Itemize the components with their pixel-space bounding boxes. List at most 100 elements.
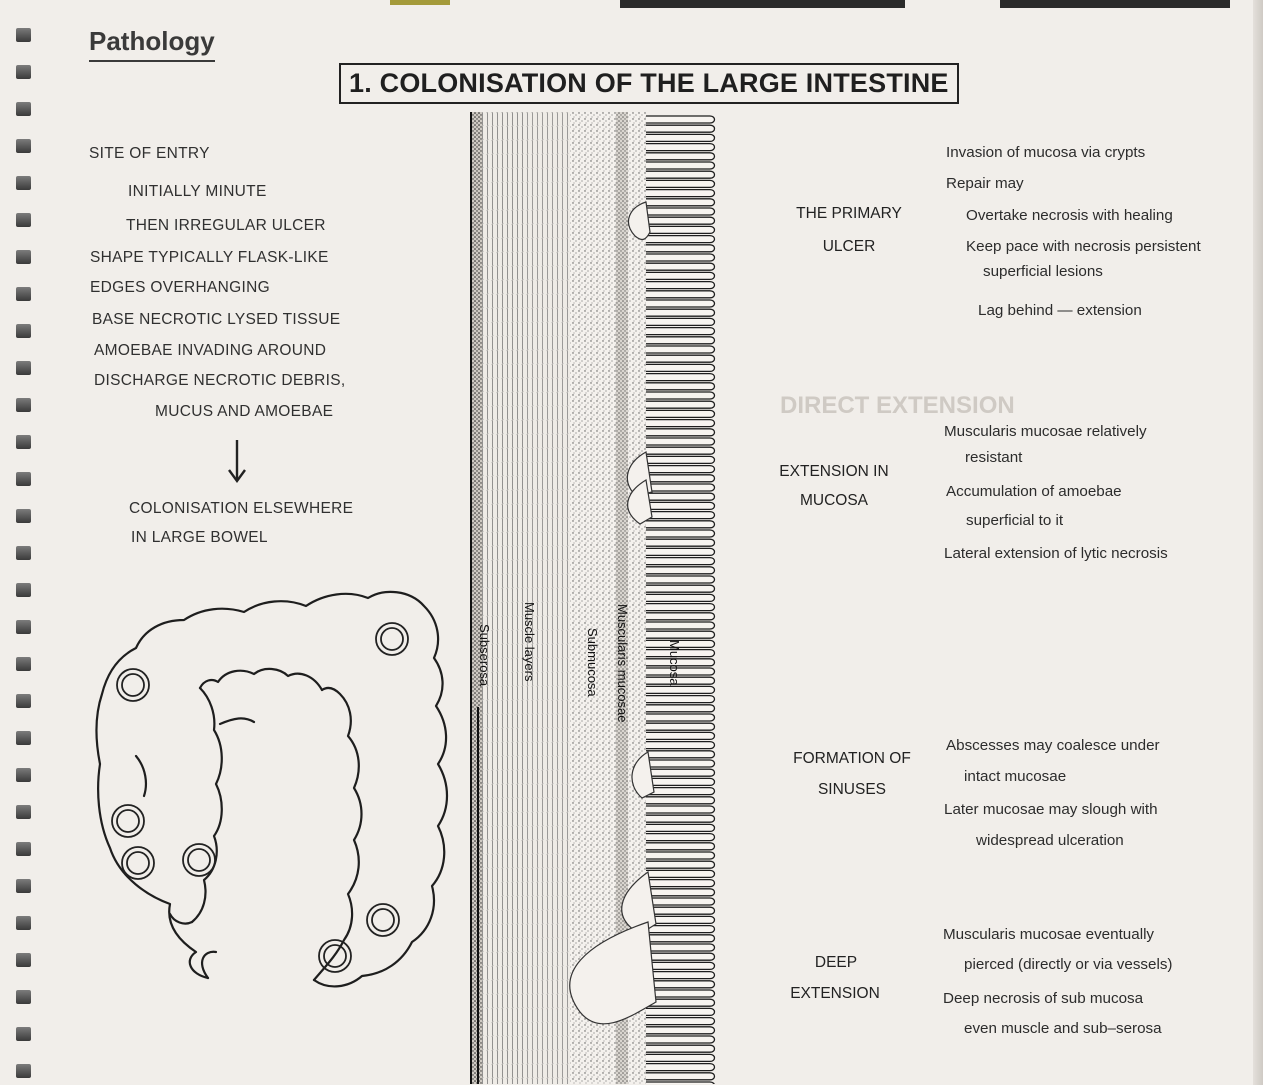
stage-description-line: superficial lesions bbox=[983, 263, 1103, 280]
binding-ring bbox=[16, 620, 31, 634]
page-edge-strip bbox=[1000, 0, 1230, 8]
villus bbox=[646, 714, 715, 721]
villus bbox=[646, 392, 715, 399]
villus bbox=[646, 171, 715, 178]
villus bbox=[646, 1036, 715, 1043]
villus bbox=[646, 861, 715, 868]
binding-ring bbox=[16, 583, 31, 597]
colonisation-line: IN LARGE BOWEL bbox=[131, 529, 268, 547]
villus bbox=[646, 226, 715, 233]
stage-description-line: superficial to it bbox=[966, 512, 1063, 529]
villus bbox=[646, 972, 715, 979]
binding-ring bbox=[16, 879, 31, 893]
villus bbox=[646, 282, 715, 289]
binding-ring bbox=[16, 65, 31, 79]
binding-ring bbox=[16, 472, 31, 486]
binding-ring bbox=[16, 176, 31, 190]
villus bbox=[646, 594, 715, 601]
villus bbox=[646, 456, 715, 463]
note-line: MUCUS AND AMOEBAE bbox=[155, 403, 333, 421]
page-edge-strip bbox=[390, 0, 450, 5]
villus bbox=[646, 990, 715, 997]
villus bbox=[646, 797, 715, 804]
binding-ring bbox=[16, 1027, 31, 1041]
villus bbox=[646, 530, 715, 537]
stage-description-line: widespread ulceration bbox=[976, 832, 1124, 849]
villus bbox=[646, 337, 715, 344]
stage-description-line: Abscesses may coalesce under bbox=[946, 737, 1160, 754]
villus bbox=[646, 1018, 715, 1025]
villus bbox=[646, 1082, 715, 1084]
stage-description-line: Lag behind — extension bbox=[978, 302, 1142, 319]
stage-description-line: pierced (directly or via vessels) bbox=[964, 956, 1172, 973]
villus bbox=[646, 622, 715, 629]
stage-description-line: even muscle and sub–serosa bbox=[964, 1020, 1162, 1037]
label-submucosa: Submucosa bbox=[585, 628, 600, 697]
stage-description-line: Later mucosae may slough with bbox=[944, 801, 1158, 818]
villus bbox=[646, 953, 715, 960]
villus bbox=[646, 604, 715, 611]
villus bbox=[646, 585, 715, 592]
label-mucosa: Mucosa bbox=[667, 640, 682, 686]
note-line: THEN IRREGULAR ULCER bbox=[126, 217, 326, 235]
villus bbox=[646, 1008, 715, 1015]
intestinal-wall-cross-section: Subserosa Muscle layers Submucosa Muscul… bbox=[470, 112, 718, 1084]
villus bbox=[646, 696, 715, 703]
binding-ring bbox=[16, 805, 31, 819]
villus bbox=[646, 815, 715, 822]
stage-description-line: Accumulation of amoebae bbox=[946, 483, 1122, 500]
villus bbox=[646, 898, 715, 905]
villus bbox=[646, 410, 715, 417]
binding-ring bbox=[16, 435, 31, 449]
villus bbox=[646, 631, 715, 638]
villus bbox=[646, 291, 715, 298]
villus bbox=[646, 245, 715, 252]
note-line: AMOEBAE INVADING AROUND bbox=[94, 342, 326, 360]
show-through-text: DIRECT EXTENSION bbox=[780, 392, 1015, 420]
villus bbox=[646, 199, 715, 206]
page-edge-strip bbox=[620, 0, 905, 8]
villus bbox=[646, 1027, 715, 1034]
binding-ring bbox=[16, 139, 31, 153]
villus bbox=[646, 889, 715, 896]
villus bbox=[646, 208, 715, 215]
villus bbox=[646, 981, 715, 988]
villus bbox=[646, 263, 715, 270]
villus bbox=[646, 926, 715, 933]
villus bbox=[646, 751, 715, 758]
villus bbox=[646, 466, 715, 473]
villus bbox=[646, 1064, 715, 1071]
colonisation-line: COLONISATION ELSEWHERE bbox=[129, 500, 353, 518]
villus bbox=[646, 116, 715, 123]
villus bbox=[646, 843, 715, 850]
villus bbox=[646, 217, 715, 224]
binding-ring bbox=[16, 657, 31, 671]
villus bbox=[646, 1045, 715, 1052]
note-line: SITE OF ENTRY bbox=[89, 145, 210, 163]
villus bbox=[646, 788, 715, 795]
binding-ring bbox=[16, 213, 31, 227]
binding-ring bbox=[16, 694, 31, 708]
villus bbox=[646, 190, 715, 197]
binding-ring bbox=[16, 398, 31, 412]
villus bbox=[646, 1054, 715, 1061]
stage-heading-deep-extension: DEEP EXTENSION bbox=[750, 948, 920, 1008]
villus bbox=[646, 484, 715, 491]
binding-ring bbox=[16, 509, 31, 523]
stage-description-line: Deep necrosis of sub mucosa bbox=[943, 990, 1143, 1007]
villus bbox=[646, 438, 715, 445]
villus bbox=[646, 254, 715, 261]
villus bbox=[646, 272, 715, 279]
villus bbox=[646, 401, 715, 408]
villus bbox=[646, 521, 715, 528]
villus bbox=[646, 705, 715, 712]
note-line: INITIALLY MINUTE bbox=[128, 183, 267, 201]
villus bbox=[646, 236, 715, 243]
villus bbox=[646, 824, 715, 831]
large-intestine-illustration bbox=[92, 578, 452, 998]
stage-description-line: Muscularis mucosae eventually bbox=[943, 926, 1154, 943]
villus bbox=[646, 355, 715, 362]
stage-heading-extension-in-mucosa: EXTENSION IN MUCOSA bbox=[749, 457, 919, 515]
down-arrow-icon bbox=[227, 438, 247, 484]
villus bbox=[646, 346, 715, 353]
